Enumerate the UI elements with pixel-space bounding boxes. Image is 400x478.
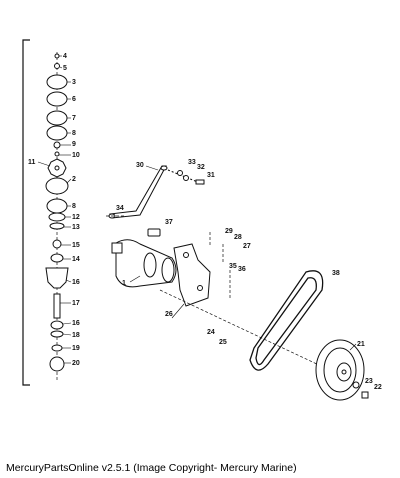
part-8-plate xyxy=(46,125,68,141)
callout-21: 21 xyxy=(357,341,365,348)
stud-37 xyxy=(147,228,161,237)
callout-4: 4 xyxy=(63,53,67,60)
pump-motor xyxy=(111,239,177,288)
callout-5: 5 xyxy=(63,65,67,72)
callout-26: 26 xyxy=(165,311,173,318)
callout-28: 28 xyxy=(234,234,242,241)
drive-belt xyxy=(249,270,324,371)
callout-19: 19 xyxy=(72,345,80,352)
part-2-housing xyxy=(45,177,69,195)
part-17-shaft xyxy=(53,293,61,319)
callout-37: 37 xyxy=(165,219,173,226)
callout-18: 18 xyxy=(72,332,80,339)
callout-8: 8 xyxy=(72,130,76,137)
callout-25: 25 xyxy=(219,339,227,346)
callout-35: 35 xyxy=(229,263,237,270)
callout-6: 6 xyxy=(72,96,76,103)
part-5-washer xyxy=(54,63,60,69)
callout-36: 36 xyxy=(238,266,246,273)
callout-22: 22 xyxy=(374,384,382,391)
support-arm xyxy=(108,165,168,219)
part-20-nut xyxy=(49,356,65,372)
part-3-cover xyxy=(46,74,68,90)
callout-29: 29 xyxy=(225,228,233,235)
callout-8b: 8 xyxy=(72,203,76,210)
callout-1: 1 xyxy=(122,280,126,287)
callout-16b: 16 xyxy=(72,320,80,327)
pump-part-stack xyxy=(45,53,69,372)
callout-33: 33 xyxy=(188,159,196,166)
callout-30: 30 xyxy=(136,162,144,169)
callout-31: 31 xyxy=(207,172,215,179)
callout-20: 20 xyxy=(72,360,80,367)
part-18-seal xyxy=(50,330,64,338)
leader-lines xyxy=(37,55,357,364)
callout-12: 12 xyxy=(72,214,80,221)
callout-14: 14 xyxy=(72,256,80,263)
callout-27: 27 xyxy=(243,243,251,250)
part-16-housing xyxy=(45,267,69,289)
part-16b-bearing xyxy=(50,320,64,330)
part-10-key xyxy=(54,151,60,157)
callout-16a: 16 xyxy=(72,279,80,286)
part-13-ring xyxy=(49,222,65,230)
callout-32: 32 xyxy=(197,164,205,171)
part-19-washer xyxy=(51,344,63,352)
callout-34: 34 xyxy=(116,205,124,212)
exploded-view-bracket xyxy=(22,39,30,386)
part-6-plate xyxy=(46,91,68,107)
callout-7: 7 xyxy=(72,115,76,122)
callout-17: 17 xyxy=(72,300,80,307)
alignment-lines xyxy=(106,215,341,376)
pulley xyxy=(315,339,365,401)
callout-23: 23 xyxy=(365,378,373,385)
part-4-screw xyxy=(54,53,60,59)
mounting-bracket xyxy=(173,243,211,307)
callout-11: 11 xyxy=(28,159,36,166)
callout-9: 9 xyxy=(72,141,76,148)
copyright-caption: MercuryPartsOnline v2.5.1 (Image Copyrig… xyxy=(6,462,297,474)
arm-fasteners xyxy=(167,169,206,186)
callout-24: 24 xyxy=(207,329,215,336)
part-9-oring xyxy=(53,141,61,149)
part-12-seal xyxy=(48,212,66,222)
callout-10: 10 xyxy=(72,152,80,159)
callout-15: 15 xyxy=(72,242,80,249)
callout-13: 13 xyxy=(72,224,80,231)
part-8b-plate xyxy=(46,198,68,214)
part-7-gasket xyxy=(46,110,68,126)
part-callouts: 4 5 3 6 7 8 9 10 11 2 8 12 13 15 14 16 1… xyxy=(28,53,382,391)
callout-2: 2 xyxy=(72,176,76,183)
callout-38: 38 xyxy=(332,270,340,277)
part-15-oring xyxy=(52,239,62,249)
pulley-bolts xyxy=(352,381,369,399)
part-14-seal xyxy=(50,253,64,263)
callout-3: 3 xyxy=(72,79,76,86)
